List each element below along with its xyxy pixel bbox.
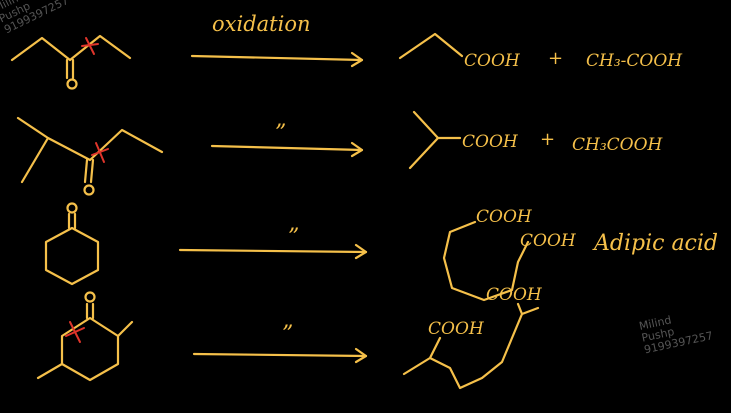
reaction-4: ” COOH COOH bbox=[36, 285, 543, 390]
reactant-3-oxygen bbox=[66, 202, 78, 214]
reactant-3-ring bbox=[44, 226, 100, 286]
reactant-4-carbonyl-bond bbox=[85, 302, 95, 320]
reaction-2-ditto: ” bbox=[275, 121, 286, 146]
product-2-second: CH₃COOH bbox=[572, 135, 664, 155]
product-2-group: COOH bbox=[462, 132, 519, 152]
reaction-1-arrow bbox=[190, 51, 364, 68]
product-4-structure: COOH COOH bbox=[402, 285, 543, 390]
watermark-bottom-right: Milind Pushp 9199397257 bbox=[638, 313, 714, 356]
product-1-second: CH₃-COOH bbox=[586, 51, 683, 71]
reaction-4-ditto: ” bbox=[282, 322, 293, 347]
product-4-chain bbox=[402, 302, 540, 390]
reactant-1-cut-mark bbox=[81, 37, 99, 55]
product-1-chain bbox=[398, 32, 464, 60]
reaction-2: ” COOH + CH₃COOH bbox=[16, 110, 664, 196]
reaction-3-ditto: ” bbox=[288, 225, 299, 250]
product-3-structure: COOH COOH Adipic acid bbox=[442, 207, 718, 302]
product-1-group: COOH bbox=[464, 51, 521, 71]
reaction-4-arrow bbox=[192, 347, 368, 364]
reaction-3-arrow bbox=[178, 243, 368, 260]
reactant-2-oxygen bbox=[83, 184, 95, 196]
product-3-group-1: COOH bbox=[476, 207, 533, 227]
reaction-2-arrow bbox=[210, 141, 364, 158]
reactant-4-substituents bbox=[36, 320, 134, 380]
reactant-3-structure bbox=[44, 202, 100, 286]
product-3-chain bbox=[442, 220, 530, 302]
reactant-2-chain bbox=[16, 116, 164, 184]
product-2-chain bbox=[408, 110, 462, 170]
reactant-2-carbonyl-bond bbox=[83, 158, 95, 184]
product-2-plus: + bbox=[540, 129, 555, 150]
reactant-4-structure bbox=[36, 291, 134, 382]
reactant-1-structure bbox=[10, 34, 132, 90]
reactant-3-carbonyl-bond bbox=[67, 212, 77, 230]
product-2-structure: COOH + CH₃COOH bbox=[408, 110, 664, 170]
product-4-group-2: COOH bbox=[486, 285, 543, 305]
reactant-4-oxygen bbox=[84, 291, 96, 303]
reactant-4-ring bbox=[60, 316, 120, 382]
reaction-1: oxidation COOH + CH₃-COOH bbox=[10, 12, 683, 90]
reactant-1-carbonyl-bond bbox=[65, 58, 75, 80]
reactant-1-chain bbox=[10, 34, 132, 62]
reaction-3: ” COOH COOH Adipic acid bbox=[44, 202, 718, 302]
reactant-1-oxygen bbox=[66, 78, 78, 90]
reaction-label: oxidation bbox=[212, 12, 311, 36]
product-4-group-1: COOH bbox=[428, 319, 485, 339]
reactant-2-structure bbox=[16, 116, 164, 196]
watermark-top-left: Milind Pushp 9199397257 bbox=[0, 0, 71, 36]
product-1-plus: + bbox=[548, 48, 563, 69]
product-3-group-2: COOH bbox=[520, 231, 577, 251]
product-1-structure: COOH + CH₃-COOH bbox=[398, 32, 683, 71]
reactant-4-cut-mark bbox=[65, 321, 85, 343]
product-3-name: Adipic acid bbox=[592, 231, 718, 256]
reactant-2-cut-mark bbox=[91, 142, 109, 163]
